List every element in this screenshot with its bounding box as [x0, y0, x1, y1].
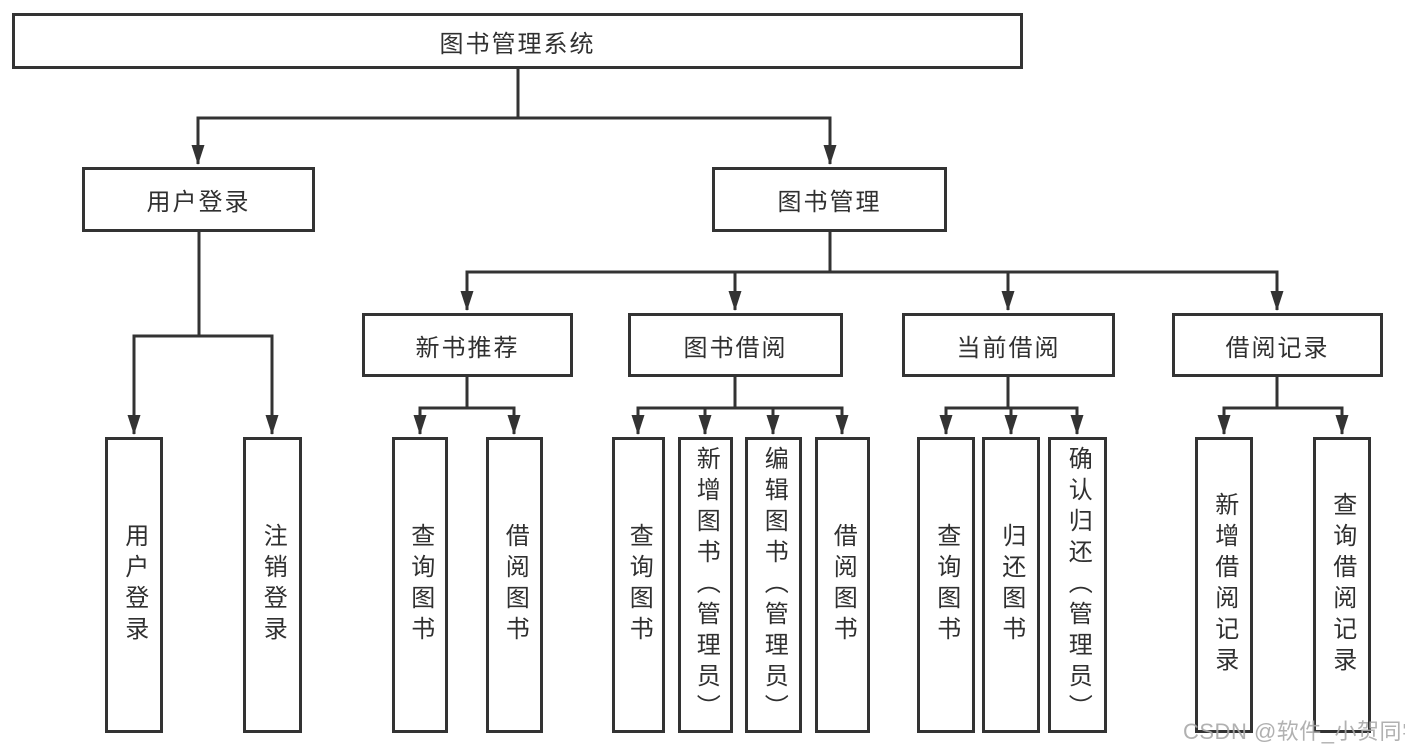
edges-book-borrow: [631, 375, 849, 435]
leaf-add-books-admin: 新增图书（管理员）: [678, 437, 733, 733]
leaf-user-login-label: 用户登录: [120, 523, 148, 647]
leaf-rec-borrow-books-label: 借阅图书: [501, 523, 529, 647]
leaf-add-borrow-record-label: 新增借阅记录: [1210, 492, 1238, 678]
leaf-current-query-books-label: 查询图书: [932, 523, 960, 647]
node-current-borrow: 当前借阅: [902, 313, 1115, 377]
leaf-query-borrow-record-label: 查询借阅记录: [1328, 492, 1356, 678]
leaf-logout-label: 注销登录: [259, 523, 287, 647]
edges-current-borrow: [939, 375, 1084, 435]
leaf-rec-borrow-books: 借阅图书: [486, 437, 543, 733]
leaf-borrow-query-books-label: 查询图书: [625, 523, 653, 647]
leaf-borrow-books-label: 借阅图书: [829, 523, 857, 647]
node-borrow-records-label: 借阅记录: [1225, 334, 1330, 362]
node-book-borrow-label: 图书借阅: [683, 334, 788, 362]
node-book-borrow: 图书借阅: [628, 313, 843, 377]
leaf-return-books: 归还图书: [982, 437, 1040, 733]
leaf-edit-books-admin: 编辑图书（管理员）: [745, 437, 802, 733]
node-user-login-label: 用户登录: [146, 189, 251, 216]
edges-new-book-rec: [413, 375, 521, 435]
node-current-borrow-label: 当前借阅: [956, 334, 1061, 362]
edges-user-login: [127, 230, 279, 435]
leaf-edit-books-admin-label: 编辑图书（管理员）: [760, 445, 788, 725]
leaf-return-books-label: 归还图书: [997, 523, 1025, 647]
leaf-query-borrow-record: 查询借阅记录: [1313, 437, 1371, 733]
node-book-management-label: 图书管理: [777, 189, 882, 216]
node-new-book-recommend: 新书推荐: [362, 313, 573, 377]
node-book-management: 图书管理: [712, 167, 947, 232]
node-library-system: 图书管理系统: [12, 13, 1023, 69]
node-library-system-label: 图书管理系统: [439, 30, 596, 58]
edges-borrow-records: [1217, 375, 1349, 435]
edges-root: [191, 66, 837, 165]
leaf-borrow-query-books: 查询图书: [612, 437, 665, 733]
leaf-rec-query-books: 查询图书: [392, 437, 448, 733]
leaf-confirm-return-admin-label: 确认归还（管理员）: [1064, 445, 1092, 725]
leaf-logout: 注销登录: [243, 437, 302, 733]
leaf-current-query-books: 查询图书: [917, 437, 975, 733]
node-new-book-recommend-label: 新书推荐: [415, 334, 520, 362]
leaf-add-borrow-record: 新增借阅记录: [1195, 437, 1253, 733]
node-user-login: 用户登录: [82, 167, 315, 232]
leaf-add-books-admin-label: 新增图书（管理员）: [692, 445, 720, 725]
leaf-confirm-return-admin: 确认归还（管理员）: [1048, 437, 1107, 733]
leaf-user-login: 用户登录: [105, 437, 163, 733]
leaf-borrow-books: 借阅图书: [815, 437, 870, 733]
node-borrow-records: 借阅记录: [1172, 313, 1383, 377]
leaf-rec-query-books-label: 查询图书: [406, 523, 434, 647]
edges-book-mgmt: [460, 230, 1284, 311]
csdn-watermark: CSDN @软件_小贺同学: [1183, 719, 1405, 744]
